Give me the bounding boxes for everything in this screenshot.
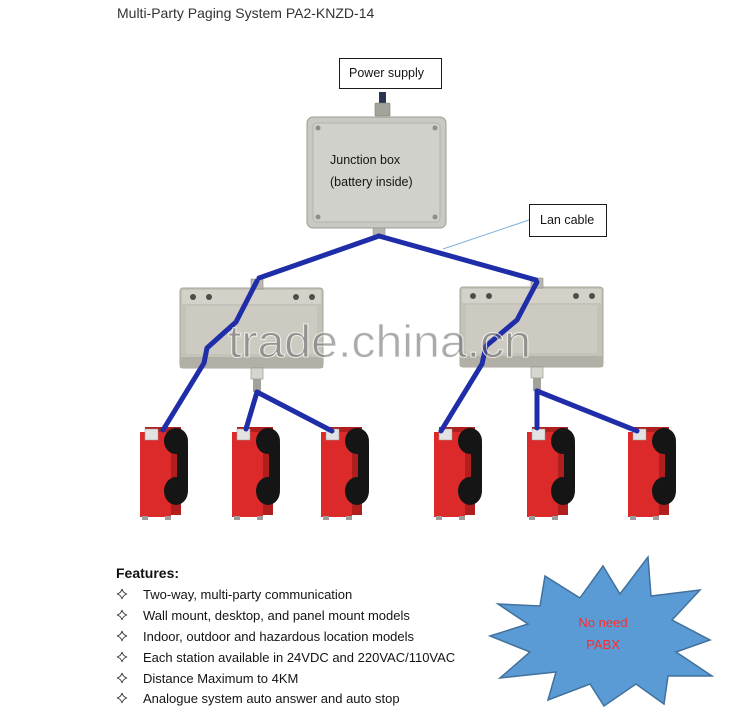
foot bbox=[142, 516, 148, 520]
foot bbox=[653, 516, 659, 520]
cable-left-box-to-station-3 bbox=[257, 392, 332, 431]
phone-station-3 bbox=[321, 427, 369, 520]
screw bbox=[486, 293, 492, 299]
screw bbox=[316, 215, 321, 220]
feature-item: Indoor, outdoor and hazardous location m… bbox=[117, 629, 415, 644]
watermark-text: trade.china.cn bbox=[228, 316, 531, 367]
feature-item-text: Distance Maximum to 4KM bbox=[143, 671, 298, 686]
foot bbox=[529, 516, 535, 520]
junction-box-sublabel: (battery inside) bbox=[330, 175, 413, 189]
screw bbox=[470, 293, 476, 299]
foot bbox=[552, 516, 558, 520]
features-heading: Features: bbox=[116, 565, 179, 581]
foot bbox=[257, 516, 263, 520]
screw bbox=[433, 215, 438, 220]
screw bbox=[206, 294, 212, 300]
screw bbox=[190, 294, 196, 300]
star-bullet-icon bbox=[117, 673, 127, 683]
screw bbox=[316, 126, 321, 131]
junction-box-lid bbox=[313, 123, 440, 222]
foot bbox=[436, 516, 442, 520]
feature-item: Distance Maximum to 4KM bbox=[117, 671, 298, 686]
page-title: Multi-Party Paging System PA2-KNZD-14 bbox=[117, 5, 374, 21]
screw bbox=[573, 293, 579, 299]
hook-plate bbox=[237, 429, 250, 440]
foot bbox=[630, 516, 636, 520]
foot bbox=[459, 516, 465, 520]
feature-item-text: Two-way, multi-party communication bbox=[143, 587, 352, 602]
feature-item: Analogue system auto answer and auto sto… bbox=[117, 691, 400, 706]
phone-station-1 bbox=[140, 427, 188, 520]
foot bbox=[323, 516, 329, 520]
feature-item: Wall mount, desktop, and panel mount mod… bbox=[117, 608, 410, 623]
outlet-gland bbox=[251, 368, 263, 379]
starburst-icon bbox=[490, 557, 712, 706]
lan-cable-callout: Lan cable bbox=[530, 205, 607, 237]
star-bullet-icon bbox=[117, 589, 127, 599]
cable-junction-to-left-box bbox=[259, 236, 379, 278]
star-bullet-icon bbox=[117, 652, 127, 662]
gland-nut bbox=[375, 103, 390, 116]
star-bullet-icon bbox=[117, 693, 127, 703]
lan-cable-pointer-line bbox=[443, 220, 529, 249]
phone-station-2 bbox=[232, 427, 280, 520]
feature-item-text: Analogue system auto answer and auto sto… bbox=[143, 691, 400, 706]
power-supply-box: Power supply bbox=[340, 59, 442, 89]
no-pabx-starburst-badge: No need PABX bbox=[490, 557, 712, 706]
foot bbox=[346, 516, 352, 520]
cable-junction-to-right-box bbox=[379, 236, 536, 280]
junction-box-label: Junction box bbox=[330, 153, 401, 167]
hook-plate bbox=[532, 429, 545, 440]
power-supply-label: Power supply bbox=[349, 66, 425, 80]
screw bbox=[293, 294, 299, 300]
feature-item-text: Indoor, outdoor and hazardous location m… bbox=[143, 629, 415, 644]
phone-station-5 bbox=[527, 427, 575, 520]
screw bbox=[309, 294, 315, 300]
star-bullet-icon bbox=[117, 610, 127, 620]
hook-plate bbox=[145, 429, 158, 440]
feature-item-text: Each station available in 24VDC and 220V… bbox=[143, 650, 455, 665]
screw bbox=[589, 293, 595, 299]
cable-left-box-to-station-2 bbox=[246, 392, 257, 429]
cable-right-box-to-station-6 bbox=[537, 391, 637, 431]
star-bullet-icon bbox=[117, 631, 127, 641]
badge-line-2: PABX bbox=[586, 637, 620, 652]
foot bbox=[165, 516, 171, 520]
phone-station-6 bbox=[628, 427, 676, 520]
lan-cable-label: Lan cable bbox=[540, 213, 594, 227]
features-list: Two-way, multi-party communication Wall … bbox=[117, 587, 455, 706]
badge-line-1: No need bbox=[578, 615, 627, 630]
feature-item: Two-way, multi-party communication bbox=[117, 587, 352, 602]
screw bbox=[433, 126, 438, 131]
feature-item-text: Wall mount, desktop, and panel mount mod… bbox=[143, 608, 410, 623]
outlet-gland bbox=[531, 367, 543, 378]
power-cable-gland bbox=[375, 92, 390, 116]
feature-item: Each station available in 24VDC and 220V… bbox=[117, 650, 455, 665]
phone-station-4 bbox=[434, 427, 482, 520]
junction-box: Junction box (battery inside) bbox=[307, 117, 446, 228]
foot bbox=[234, 516, 240, 520]
